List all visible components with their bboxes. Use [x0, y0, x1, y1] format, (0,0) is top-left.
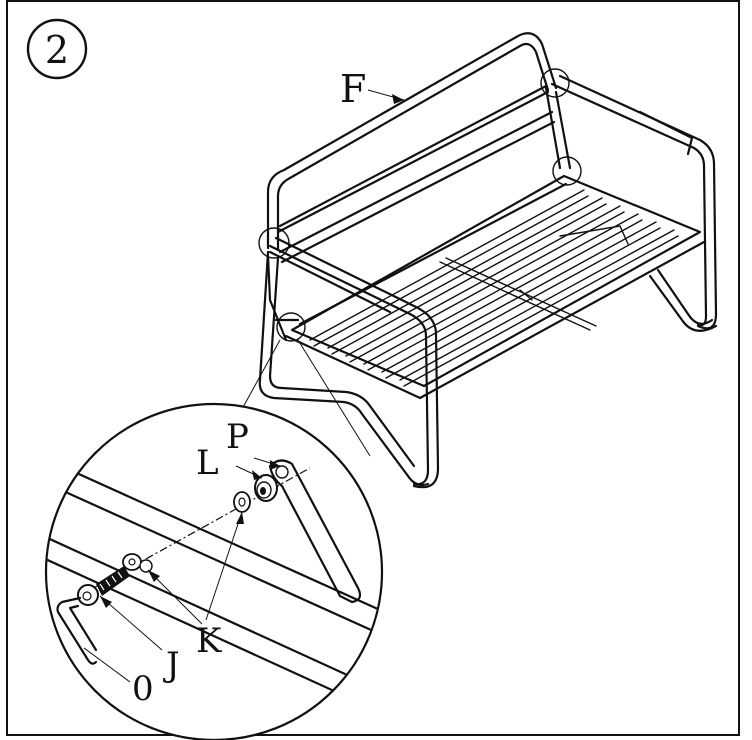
washer-left: [122, 553, 153, 573]
allen-key: [56, 596, 98, 665]
detail-view: [44, 402, 384, 740]
bolt: [77, 566, 130, 606]
lock-nut: [254, 474, 278, 502]
detail-leader-right: [297, 339, 371, 457]
step-badge: 2: [26, 18, 88, 80]
bracket-plate: [268, 459, 362, 604]
bench-frame: [258, 32, 718, 489]
label-allen-key: 0: [132, 669, 154, 709]
label-washers: K: [196, 621, 222, 661]
label-bolt: J: [163, 645, 180, 685]
label-frame: F: [340, 67, 366, 111]
washer-right: [233, 491, 251, 513]
step-number: 2: [45, 28, 69, 72]
label-nut: L: [196, 443, 219, 483]
label-plate: P: [226, 417, 249, 457]
